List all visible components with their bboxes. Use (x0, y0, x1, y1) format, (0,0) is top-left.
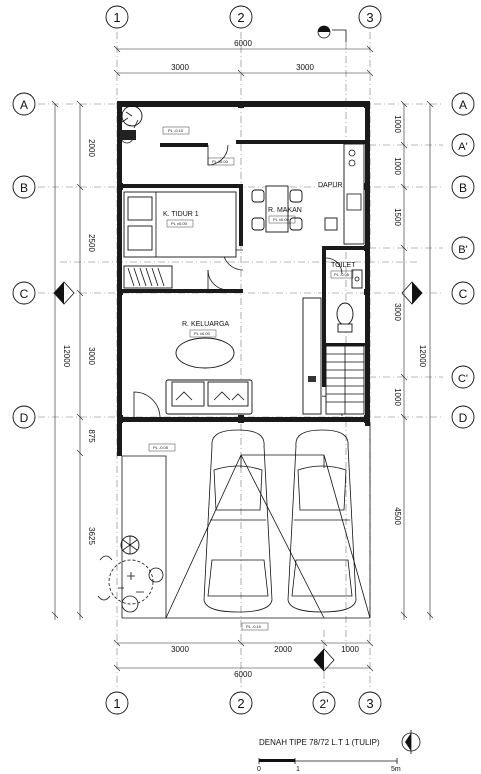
grid-lines (38, 32, 443, 688)
dim-bottom-3: 1000 (341, 645, 359, 654)
bed (123, 191, 237, 258)
svg-text:3: 3 (366, 696, 373, 711)
scale-bar (258, 758, 398, 764)
dim-right-total: 12000 (418, 345, 427, 368)
wardrobe (123, 265, 173, 289)
level-bottom: PL -0.10 (246, 624, 262, 629)
scale-label-5: 5m (391, 766, 401, 773)
dim-right-2: 1000 (393, 157, 402, 175)
room-label-kitchen: DAPUR (318, 182, 343, 189)
svg-text:2': 2' (320, 697, 329, 711)
svg-text:1: 1 (113, 696, 120, 711)
drawing-title: DENAH TIPE 78/72 L.T 1 (TULIP) (259, 738, 380, 747)
svg-text:A: A (459, 98, 467, 112)
svg-text:2: 2 (237, 10, 244, 25)
svg-text:A: A (20, 98, 28, 112)
dining-table (251, 185, 303, 233)
level-toilet: PL -0.05 (334, 272, 350, 277)
grid-bubble-left-A: A (12, 92, 36, 116)
tree-icon-top (120, 105, 143, 144)
grid-bubble-bottom-3: 3 (358, 691, 382, 715)
grid-bubble-right-Aprime: A' (451, 133, 475, 157)
svg-text:C': C' (458, 373, 468, 385)
grid-bubble-left-B: B (12, 175, 36, 199)
stairs (302, 297, 365, 415)
car-left-icon (203, 429, 273, 613)
grid-bubble-right-B: B (451, 175, 475, 199)
toilet-fixtures (336, 269, 363, 333)
svg-text:1: 1 (113, 10, 120, 25)
car-right-icon (287, 429, 357, 613)
grid-bubble-bottom-2: 2 (229, 691, 253, 715)
level-porch: PL -0.05 (153, 445, 169, 450)
grid-bubble-top-3: 3 (358, 5, 382, 29)
rug (175, 337, 235, 369)
level-garden-top: PL -0.10 (168, 128, 184, 133)
grid-bubble-right-Bprime: B' (451, 236, 475, 260)
grid-bubble-bottom-2prime: 2' (312, 691, 336, 715)
dim-left-1: 2000 (87, 139, 96, 157)
room-label-living: R. KELUARGA (182, 321, 229, 328)
room-label-toilet: TOILET (331, 262, 356, 269)
dim-right-3: 1500 (393, 208, 402, 226)
grid-bubble-top-1: 1 (105, 5, 129, 29)
grid-bubble-top-2: 2 (229, 5, 253, 29)
dim-top-right: 3000 (296, 63, 314, 72)
room-label-bedroom: K. TIDUR 1 (163, 211, 199, 218)
svg-text:C: C (20, 287, 29, 301)
dim-bottom-2: 2000 (274, 645, 292, 654)
svg-text:2: 2 (237, 696, 244, 711)
svg-text:D: D (459, 411, 468, 425)
scale-label-1: 1 (296, 766, 300, 773)
scale-label-0: 0 (257, 766, 261, 773)
grid-bubble-left-C: C (12, 281, 36, 305)
grid-bubble-right-D: D (451, 405, 475, 429)
grid-bubble-right-C: C (451, 281, 475, 305)
dim-top-total: 6000 (234, 39, 252, 48)
dim-bottom-1: 3000 (171, 645, 189, 654)
kitchen-counter (324, 143, 365, 245)
level-kitchen: PL ±0.00 (212, 159, 229, 164)
section-marker-top (317, 25, 347, 42)
grid-bubble-bottom-1: 1 (105, 691, 129, 715)
dim-top-left: 3000 (171, 63, 189, 72)
svg-text:B': B' (458, 244, 467, 256)
svg-text:B: B (459, 181, 467, 195)
dim-left-4: 875 (87, 429, 96, 443)
svg-text:C: C (459, 287, 468, 301)
grid-bubble-left-D: D (12, 405, 36, 429)
dimension-lines (51, 45, 434, 672)
dim-right-4: 3000 (393, 303, 402, 321)
dim-left-3: 3000 (87, 347, 96, 365)
dim-left-5: 3625 (87, 527, 96, 545)
dim-right-6: 4500 (393, 507, 402, 525)
level-bedroom: PL ±0.00 (171, 221, 188, 226)
sofa (165, 379, 253, 415)
room-label-dining: R. MAKAN (268, 207, 302, 214)
dim-bottom-total: 6000 (234, 670, 252, 679)
garden-fence (121, 422, 371, 619)
svg-text:B: B (20, 181, 28, 195)
plant-icon-bottom (97, 535, 164, 613)
level-dining: PL ±0.00 (273, 217, 290, 222)
walls (117, 101, 370, 456)
dim-right-1: 1000 (393, 115, 402, 133)
svg-text:D: D (20, 411, 29, 425)
dim-left-2: 2500 (87, 234, 96, 252)
grid-bubble-right-Cprime: C' (451, 365, 475, 389)
level-living: PL ±0.00 (194, 331, 211, 336)
svg-text:3: 3 (366, 10, 373, 25)
dim-right-5: 1000 (393, 388, 402, 406)
section-marker-right (401, 281, 423, 305)
section-marker-left (53, 281, 75, 305)
dim-left-total: 12000 (62, 345, 71, 368)
section-marker-bottom (313, 648, 335, 672)
grid-bubble-right-A: A (451, 92, 475, 116)
svg-text:A': A' (458, 141, 467, 153)
north-arrow-icon (401, 730, 421, 754)
